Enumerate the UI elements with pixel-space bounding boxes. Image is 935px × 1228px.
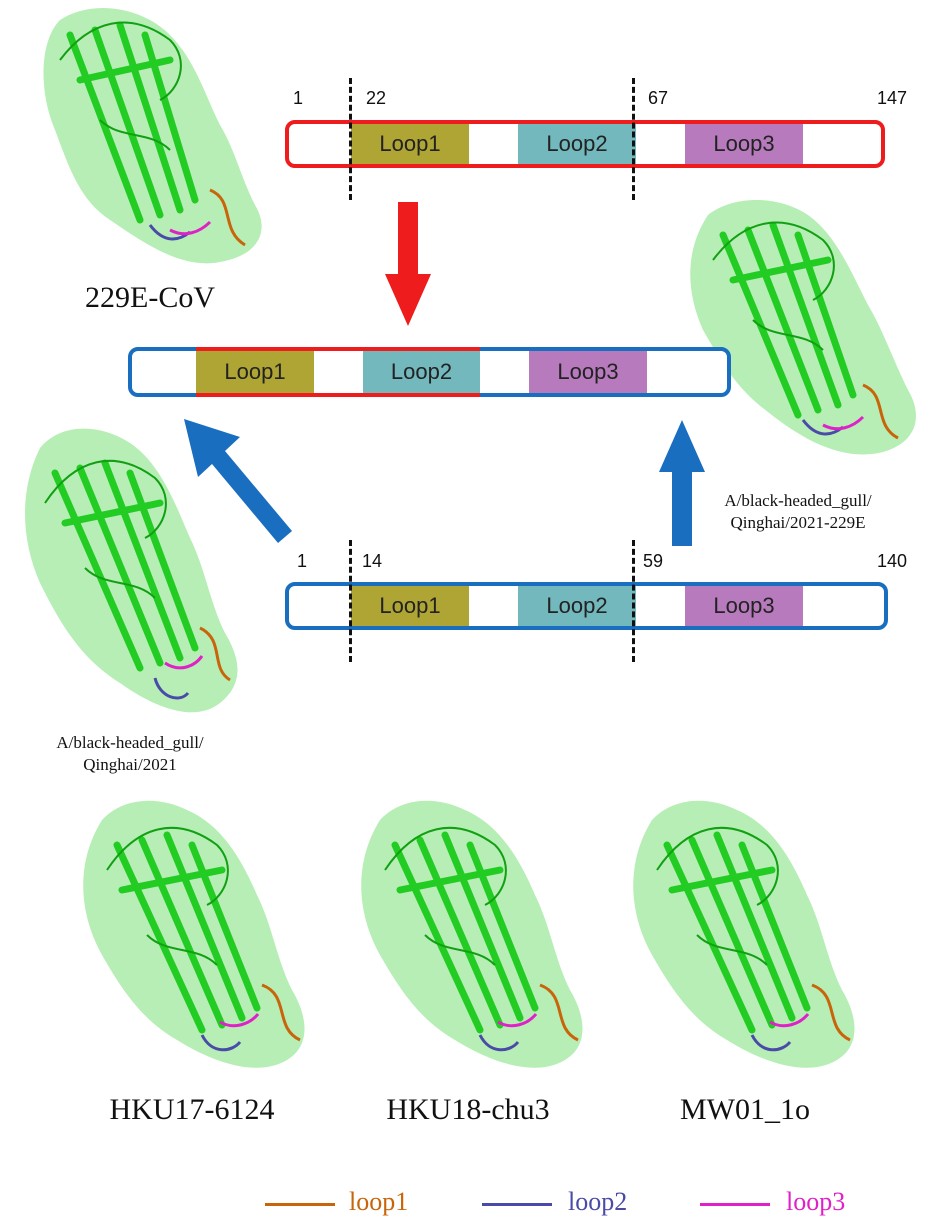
top-dash-left [349, 78, 352, 200]
top-pos-4: 147 [877, 88, 908, 108]
bottom-pos-4: 140 [877, 551, 908, 571]
middle-loop3: Loop3 [529, 351, 647, 393]
protein-structure-gull [25, 428, 238, 713]
legend-loop1-label: loop1 [349, 1187, 409, 1216]
top-pos-3: 67 [648, 88, 669, 108]
red-down-arrow [385, 202, 431, 326]
gull-line2: Qinghai/2021 [83, 755, 177, 774]
middle-red-overlay-bottom [196, 393, 480, 397]
top-pos-1: 1 [293, 88, 304, 108]
top-loop2: Loop2 [518, 124, 636, 164]
top-loop3: Loop3 [685, 124, 803, 164]
middle-loop1: Loop1 [196, 351, 314, 393]
structure-label-gull: A/black-headed_gull/ Qinghai/2021 [30, 732, 230, 776]
protein-structure-hku18 [361, 800, 583, 1068]
bottom-loop1: Loop1 [351, 586, 469, 626]
top-pos-2: 22 [366, 88, 387, 108]
protein-structure-gull229e [690, 200, 916, 455]
legend-loop2-label: loop2 [568, 1187, 628, 1216]
legend-loop2-swatch [482, 1203, 552, 1206]
structure-label-gull229e: A/black-headed_gull/ Qinghai/2021-229E [698, 490, 898, 534]
bottom-dash-left [349, 540, 352, 662]
legend-loop3-label: loop3 [786, 1187, 846, 1216]
legend-loop1-swatch [265, 1203, 335, 1206]
bottom-sequence-bar: Loop1 Loop2 Loop3 [285, 582, 888, 630]
middle-red-overlay-top [196, 347, 480, 351]
gull-line1: A/black-headed_gull/ [56, 733, 204, 752]
structure-label-229e: 229E-CoV [85, 281, 215, 314]
top-dash-right [632, 78, 635, 200]
bottom-dash-right [632, 540, 635, 662]
bottom-pos-1: 1 [297, 551, 308, 571]
protein-structure-hku17 [83, 800, 305, 1068]
bottom-pos-3: 59 [643, 551, 664, 571]
gull229e-line2: Qinghai/2021-229E [730, 513, 866, 532]
structure-label-hku17: HKU17-6124 [109, 1093, 275, 1126]
legend-loop3-swatch [700, 1203, 770, 1206]
top-sequence-bar: Loop1 Loop2 Loop3 [285, 120, 885, 168]
bottom-pos-2: 14 [362, 551, 383, 571]
blue-up-arrow [659, 420, 705, 546]
bottom-loop3: Loop3 [685, 586, 803, 626]
gull229e-line1: A/black-headed_gull/ [724, 491, 872, 510]
middle-sequence-bar: Loop1 Loop2 Loop3 [128, 347, 731, 397]
structure-label-mw01: MW01_1o [680, 1093, 810, 1126]
top-loop1: Loop1 [351, 124, 469, 164]
protein-structure-mw01 [633, 800, 855, 1068]
bottom-loop2: Loop2 [518, 586, 636, 626]
blue-diagonal-arrow [184, 419, 292, 543]
middle-loop2: Loop2 [363, 351, 480, 393]
protein-structure-229e [43, 7, 262, 264]
structure-label-hku18: HKU18-chu3 [386, 1093, 550, 1126]
